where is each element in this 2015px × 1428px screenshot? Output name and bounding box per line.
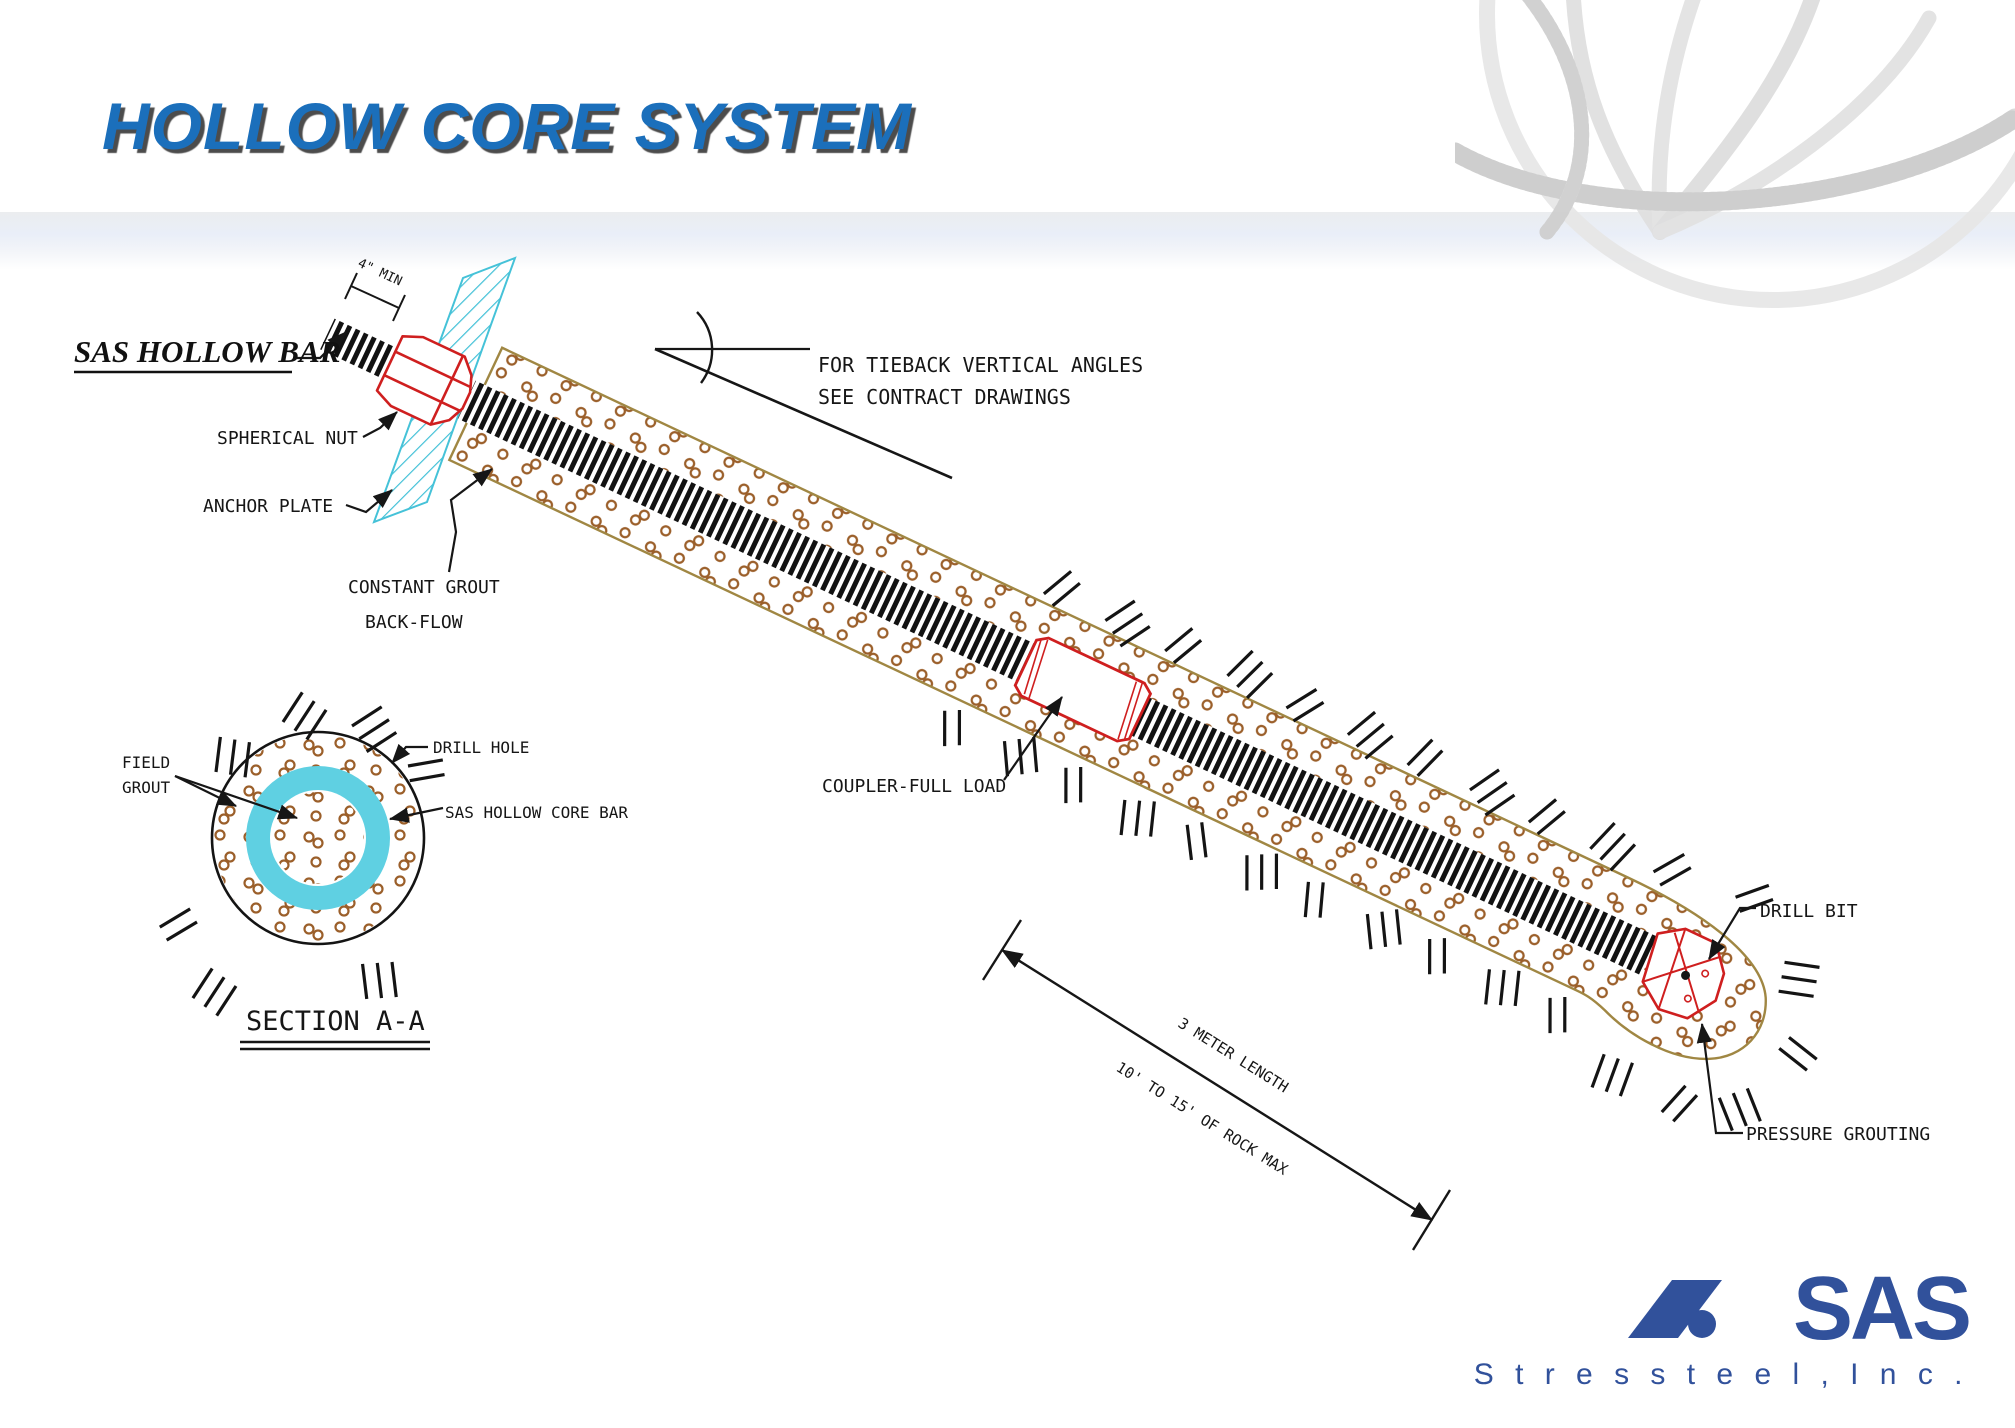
logo-sas-text: SAS <box>1792 1258 1972 1359</box>
label-spherical-nut: SPHERICAL NUT <box>217 428 358 449</box>
label-tieback-note-2: SEE CONTRACT DRAWINGS <box>818 385 1071 409</box>
label-drill-hole: DRILL HOLE <box>433 738 529 757</box>
label-constant-grout-1: CONSTANT GROUT <box>348 577 500 598</box>
label-anchor-plate: ANCHOR PLATE <box>203 496 333 517</box>
length-dimension <box>981 919 1452 1251</box>
drill-hole-circle <box>210 730 426 946</box>
leader-lines <box>174 331 1756 1135</box>
coupler-shape <box>1013 636 1153 743</box>
label-coupler: COUPLER-FULL LOAD <box>822 776 1006 797</box>
label-drill-bit: DRILL BIT <box>1760 901 1858 922</box>
label-field-grout-2: GROUT <box>122 778 171 797</box>
drill-bit-shape <box>1641 927 1726 1020</box>
company-logo: SAS S t r e s s t e e l , I n c . <box>1473 1258 1972 1392</box>
sas-logo-mark <box>1627 1280 1722 1338</box>
label-sas-hollow-bar: SAS HOLLOW BAR <box>74 334 340 369</box>
tieback-angle-symbol <box>654 311 953 480</box>
label-dim-length: 3 METER LENGTH <box>1175 1014 1292 1096</box>
label-constant-grout-2: BACK-FLOW <box>365 612 463 633</box>
label-hollow-core-bar: SAS HOLLOW CORE BAR <box>445 803 628 822</box>
spherical-nut-shape <box>375 334 473 426</box>
embedment-dimension <box>344 272 406 322</box>
label-section-title: SECTION A-A <box>246 1006 425 1037</box>
page-title: HOLLOW CORE SYSTEM <box>102 89 912 163</box>
threaded-sphere-graphic <box>1455 0 2015 308</box>
label-tieback-note-1: FOR TIEBACK VERTICAL ANGLES <box>818 353 1143 377</box>
logo-company-text: S t r e s s t e e l , I n c . <box>1473 1358 1969 1391</box>
section-view: SECTION A-A <box>154 688 452 1051</box>
label-pressure-grouting: PRESSURE GROUTING <box>1746 1124 1930 1145</box>
label-field-grout-1: FIELD <box>122 753 170 772</box>
label-embedment-dim: 4" MIN <box>355 256 404 289</box>
